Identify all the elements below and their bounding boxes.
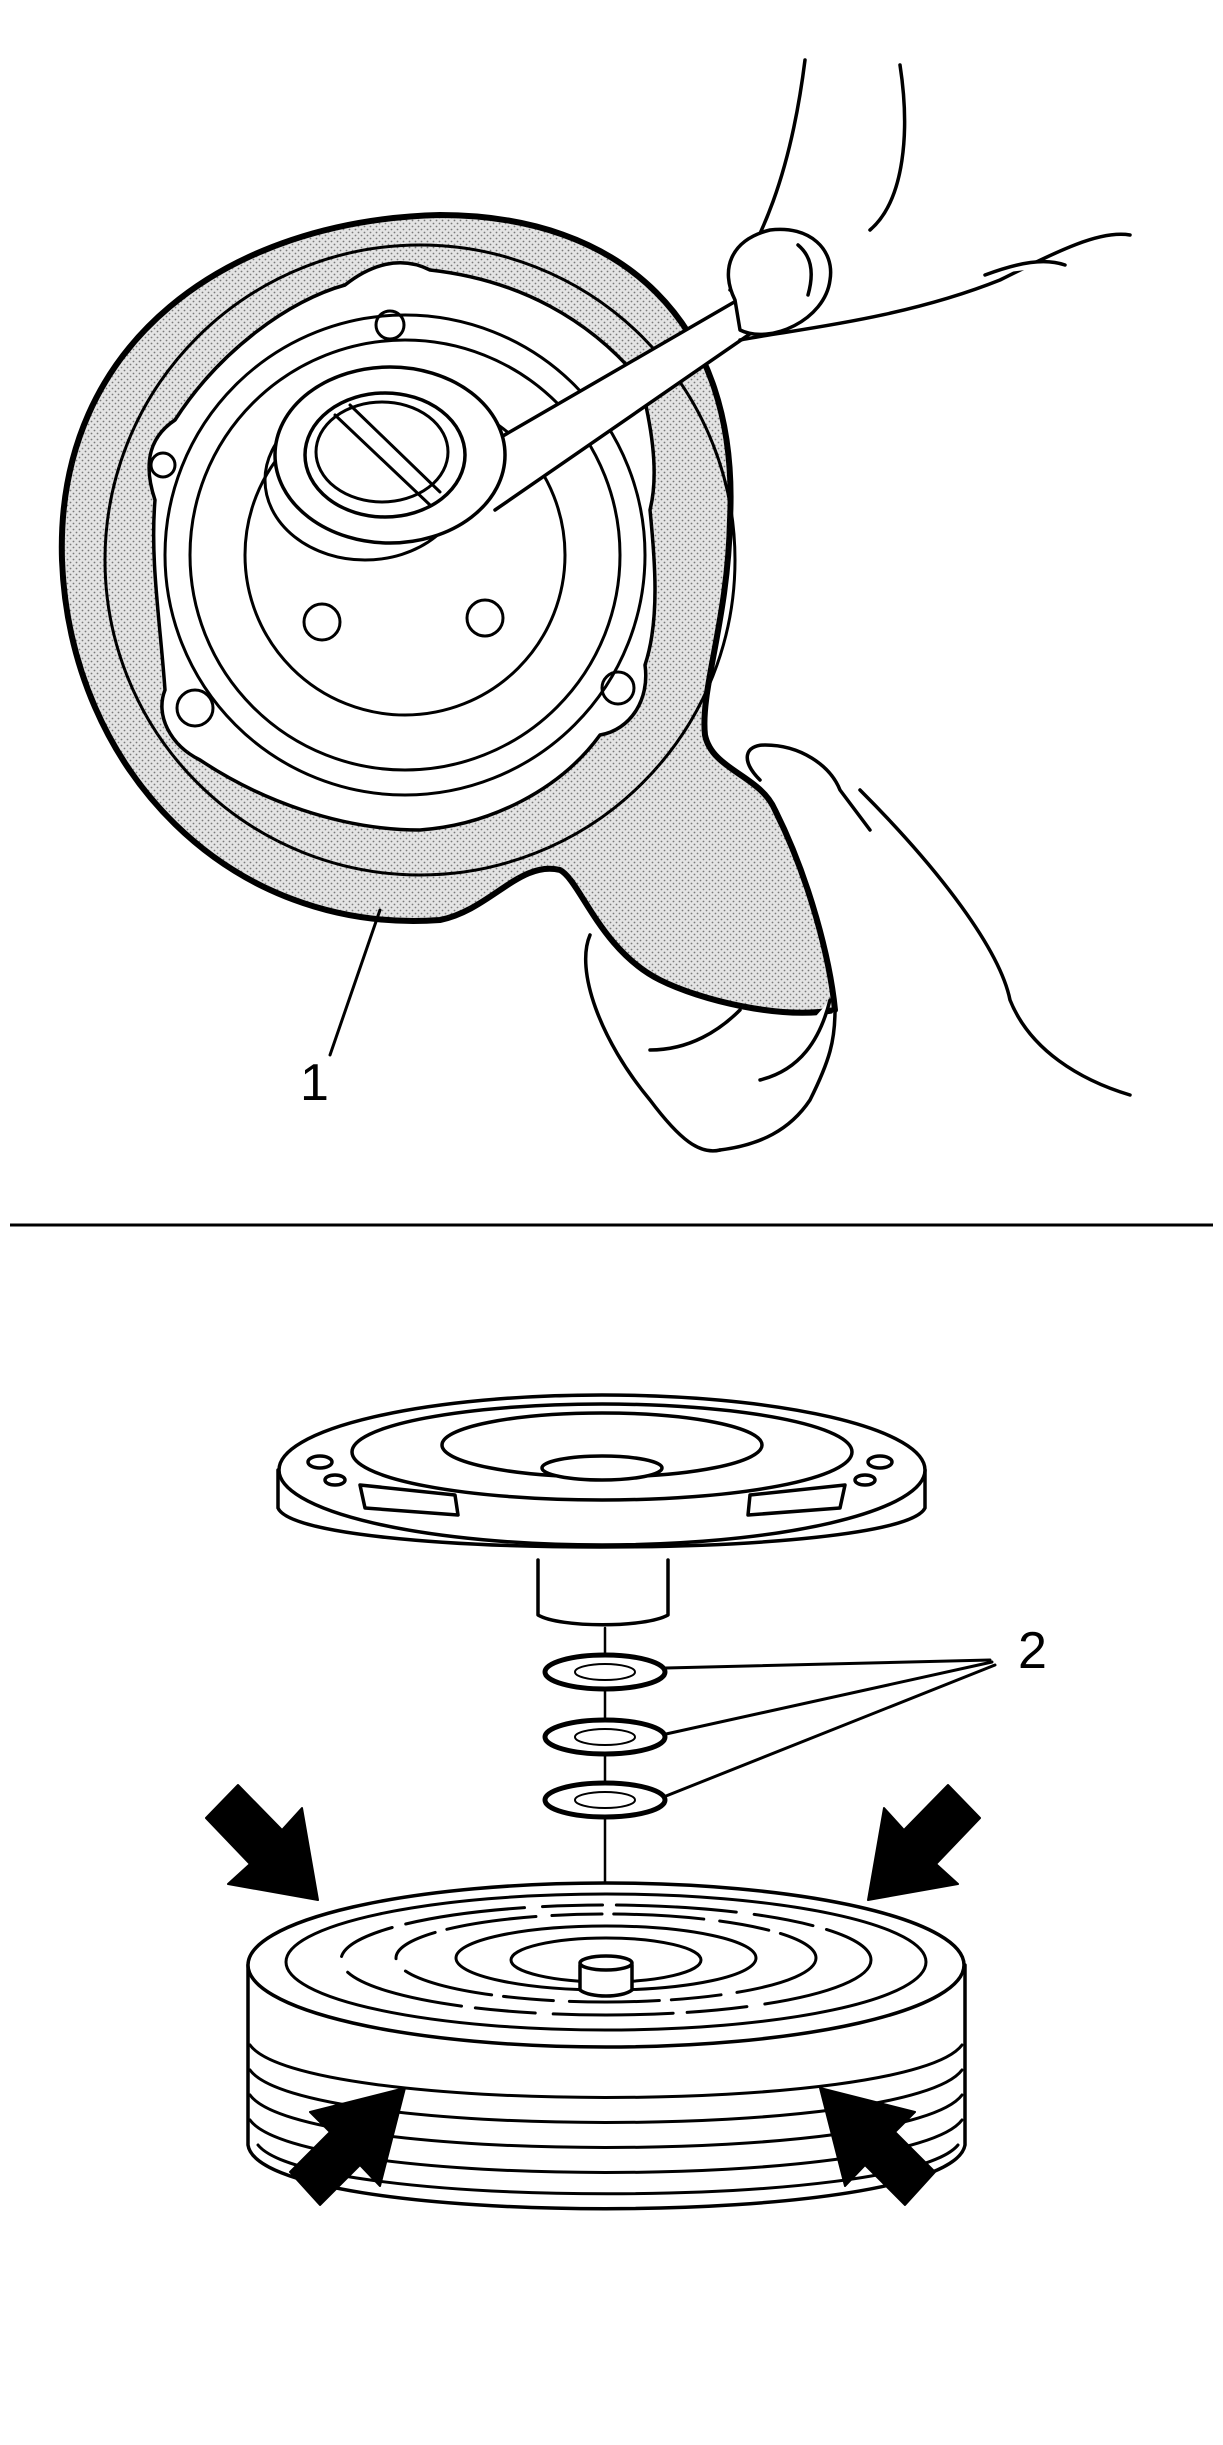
shim-3-inner (574, 1791, 636, 1809)
flange-hole (374, 309, 406, 341)
callout-2-leaders (664, 1658, 997, 1798)
arrow-top-left-icon (205, 1784, 319, 1901)
drive-plate (276, 1393, 927, 1627)
hub-sleeve (536, 1558, 670, 1627)
pressure-arrows (205, 1784, 981, 2206)
callout-1-label: 1 (300, 1054, 329, 1112)
hub-hole (465, 598, 505, 638)
flange-hole (175, 688, 215, 728)
hub-hole (302, 602, 342, 642)
shim-1-inner (574, 1663, 636, 1681)
thumb (726, 227, 833, 337)
right-hand (726, 58, 1132, 342)
arrow-bottom-left-icon (289, 2087, 406, 2206)
callout-2-label: 2 (1018, 1622, 1047, 1680)
hub-ring-mid (188, 338, 622, 772)
shim-2-inner (574, 1728, 636, 1746)
top-panel (58, 58, 1132, 1153)
arrow-bottom-right-icon (819, 2087, 936, 2206)
shim-3-outer (542, 1780, 668, 1820)
hub-nut (303, 391, 467, 519)
drive-plate-hole (866, 1454, 894, 1470)
holding-tool-inner-ring (103, 243, 737, 877)
pulley-shaft (578, 1963, 634, 1998)
shim-2-outer (542, 1717, 668, 1757)
pulley-shaft-top (578, 1954, 634, 1972)
arrow-top-right-icon (867, 1784, 981, 1901)
nut-slot (333, 403, 442, 507)
drive-plate-hole (853, 1473, 877, 1487)
drive-plate-hole (306, 1454, 334, 1470)
flange-hole (149, 451, 177, 479)
hub-nut-face (314, 400, 450, 504)
hub-ring-outer (163, 313, 647, 797)
drive-plate-hole (323, 1473, 347, 1487)
bottom-panel (205, 1393, 997, 2211)
drive-plate-slot (746, 1483, 847, 1517)
left-hand (583, 743, 1132, 1153)
drive-plate-slot (358, 1483, 460, 1517)
hub-flange (147, 261, 657, 832)
pulley (246, 1881, 967, 2211)
shim-1-outer (542, 1652, 668, 1692)
index-finger (745, 743, 872, 832)
flange-hole (600, 670, 636, 706)
drive-plate-bore (540, 1454, 664, 1482)
callout-1-leader (328, 908, 382, 1057)
